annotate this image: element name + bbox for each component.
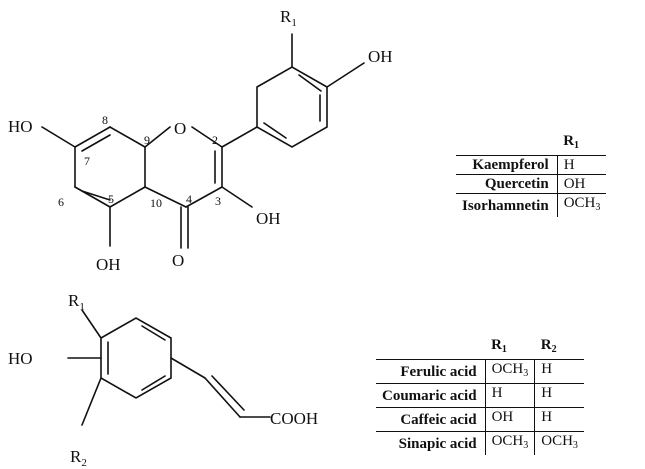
compound-name: Ferulic acid [376, 359, 486, 384]
c3-oh-bond [221, 186, 253, 208]
o-c9-bond [144, 126, 171, 148]
flavonol-oh-top-label: OH [368, 47, 393, 66]
position-5: 5 [108, 192, 114, 206]
c4-c10-bond [144, 186, 187, 208]
position-2: 2 [212, 133, 218, 147]
compound-name: Coumaric acid [376, 383, 486, 408]
cinnamic-ring [100, 317, 172, 399]
position-3: 3 [215, 194, 221, 208]
ring-oxygen-label: O [174, 119, 186, 138]
table-row: Caffeic acid OH H [376, 407, 584, 432]
table-row: Isorhamnetin OCH3 [456, 193, 607, 217]
cinnamic-bonds [67, 309, 271, 426]
table-row: Quercetin OH [456, 174, 607, 194]
oh-top-bond [326, 62, 365, 88]
position-10: 10 [150, 196, 162, 210]
compound-name: Isorhamnetin [456, 193, 558, 217]
flavonol-ho-left-label: HO [8, 117, 33, 136]
cinnamic-r2-label: R2 [70, 447, 87, 469]
flavonol-r1-label: R1 [280, 7, 297, 29]
position-7: 7 [84, 154, 90, 168]
r2-value: H [534, 407, 584, 432]
table-row: Kaempferol H [456, 155, 607, 175]
c6-c5-bond [74, 186, 111, 208]
r1-value: OCH3 [484, 431, 535, 455]
table-row: Sinapic acid OCH3 OCH3 [376, 431, 584, 455]
cinnamic-r1-bond [81, 309, 102, 339]
c5-c10-bond [109, 186, 146, 208]
c8-c7-double [81, 134, 111, 152]
cinnamic-labels: R1 HO COOH R2 [8, 291, 318, 469]
cinnamic-r1-label: R1 [68, 291, 85, 313]
r2-value: H [534, 359, 584, 384]
compound-name: Kaempferol [456, 155, 558, 175]
vinyl-bond-1 [170, 357, 206, 379]
cinnamic-ring-double-2 [141, 325, 166, 341]
r1-value: OCH3 [484, 359, 535, 384]
flavonol-table: R1 Kaempferol H Quercetin OH Isorhamneti… [456, 132, 607, 217]
b-ring-double-3 [263, 122, 287, 139]
position-8: 8 [102, 113, 108, 127]
vinyl-double [211, 375, 245, 411]
c3-oh-label: OH [256, 209, 281, 228]
c2-link-bond [221, 126, 258, 148]
r1-value: OH [484, 407, 535, 432]
r2-value: H [534, 383, 584, 408]
compound-name: Quercetin [456, 174, 558, 194]
flavonol-oh-bottom-label: OH [96, 255, 121, 274]
cinnamic-table-corner [376, 336, 485, 360]
r1-value: H [556, 155, 607, 175]
r1-value: OCH3 [556, 193, 607, 217]
position-6: 6 [58, 195, 64, 209]
carbonyl-oxygen-label: O [172, 251, 184, 270]
flavonol-labels: R1 OH O HO OH O OH 2 3 4 5 6 7 8 9 10 [8, 7, 393, 274]
cinnamic-table-header-r2: R2 [540, 337, 557, 355]
position-4: 4 [186, 192, 192, 206]
c6-c5-double [81, 190, 111, 201]
position-9: 9 [144, 133, 150, 147]
c2-o-bond [191, 126, 223, 148]
r2-value: OCH3 [534, 431, 584, 455]
c8-c7-bond [74, 126, 111, 148]
c3-c4-bond [185, 186, 223, 208]
cooh-label: COOH [270, 409, 318, 428]
b-ring [256, 66, 328, 148]
r1-value: OH [556, 174, 607, 194]
cinnamic-table: R1 R2 Ferulic acid OCH3 H Coumaric acid … [376, 336, 584, 455]
compound-name: Sinapic acid [376, 431, 486, 455]
flavonol-table-corner [456, 132, 557, 156]
cinnamic-ho-label: HO [8, 349, 33, 368]
flavonol-table-header-r1: R1 [563, 133, 580, 151]
r1-value: H [484, 383, 535, 408]
cinnamic-ring-double-3 [141, 375, 166, 391]
flavonol-bonds [41, 33, 365, 249]
table-row: Ferulic acid OCH3 H [376, 359, 584, 384]
vinyl-bond-2 [204, 377, 241, 418]
c7-ho-bond [41, 126, 76, 148]
b-ring-double-1 [298, 74, 322, 92]
cinnamic-r2-bond [81, 377, 102, 426]
cinnamic-table-header-r1: R1 [491, 337, 507, 355]
c9-c8-bond [109, 126, 146, 148]
compound-name: Caffeic acid [376, 407, 486, 432]
table-row: Coumaric acid H H [376, 383, 584, 408]
